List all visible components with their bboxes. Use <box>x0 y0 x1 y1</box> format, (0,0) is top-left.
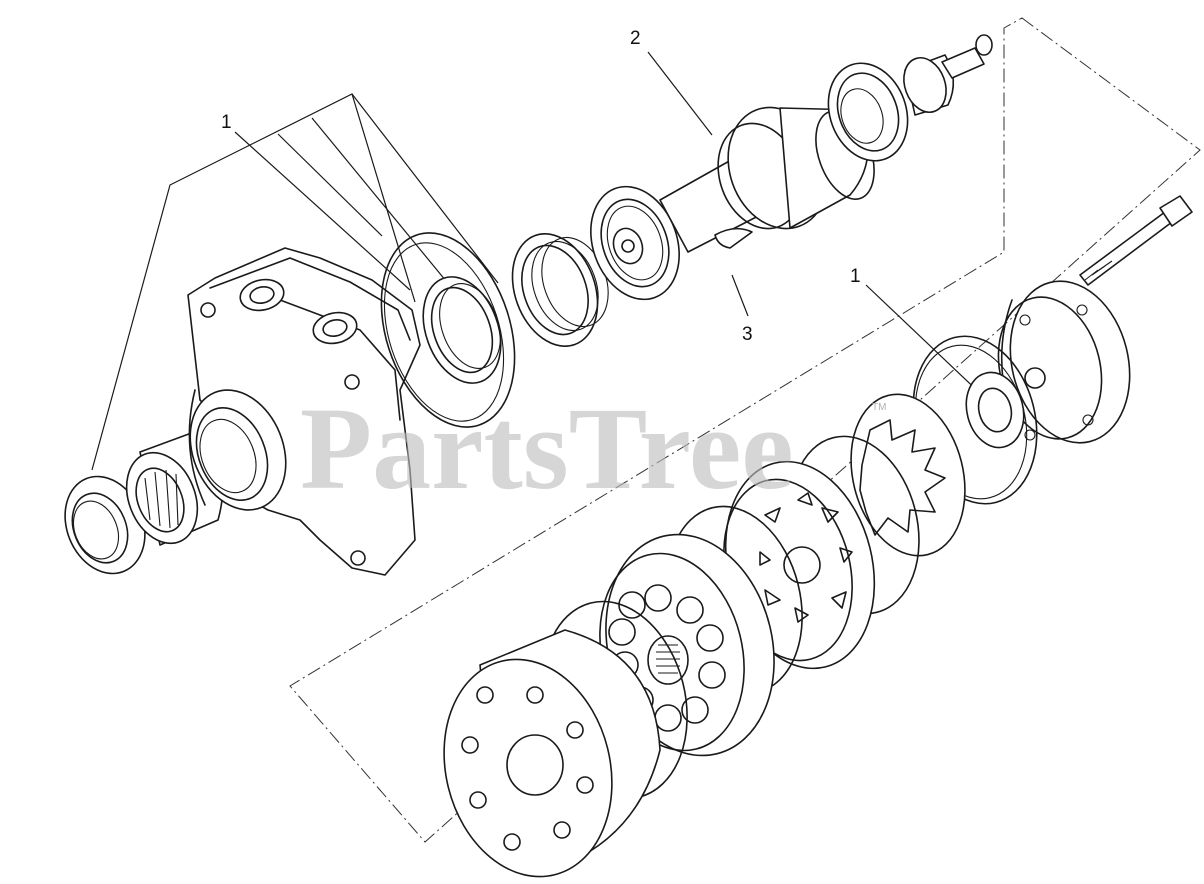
retaining-ring-2 <box>511 233 609 347</box>
motor-housing <box>187 247 421 576</box>
assembly-boundary <box>289 17 1201 843</box>
watermark-trademark: TM <box>872 402 886 413</box>
watermark: PartsTree TM <box>300 383 886 514</box>
watermark-text: PartsTree <box>300 383 794 514</box>
callout-1-left: 1 <box>221 112 232 133</box>
manifold-plate <box>443 629 661 878</box>
woodruff-key <box>714 227 753 249</box>
callout-3: 3 <box>742 324 753 345</box>
thrust-bearing <box>590 185 680 301</box>
drive-shaft <box>659 106 875 253</box>
leader-lines <box>91 51 986 471</box>
retaining-ring-1 <box>422 276 502 384</box>
spacer-washer <box>965 371 1025 449</box>
gerotor-star <box>850 393 966 557</box>
callout-1-right: 1 <box>850 266 861 287</box>
spline-gear <box>827 62 909 162</box>
callout-2: 2 <box>630 28 641 49</box>
cap-bolt <box>1079 195 1193 286</box>
splined-coupling <box>903 34 993 116</box>
